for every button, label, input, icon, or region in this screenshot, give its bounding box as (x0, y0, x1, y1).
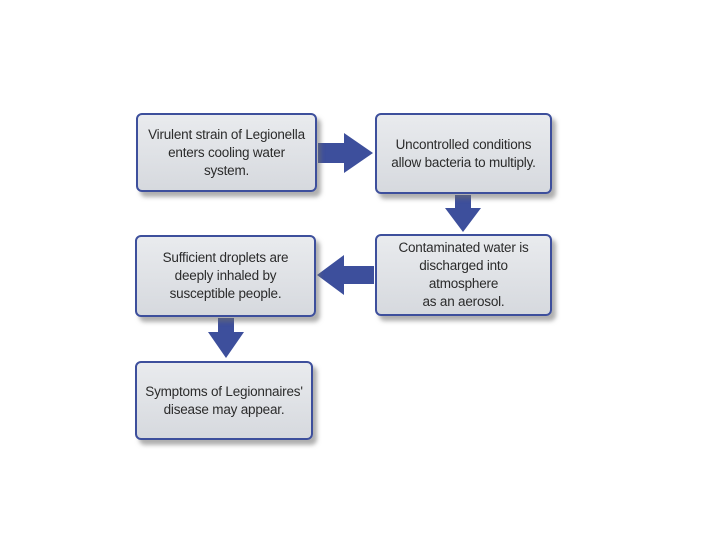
arrow-down-4-to-5 (208, 318, 244, 358)
node-symptoms-appear: Symptoms of Legionnaires' disease may ap… (135, 361, 313, 440)
node-aerosol-discharge: Contaminated water is discharged into at… (375, 234, 552, 316)
node-bacteria-multiply: Uncontrolled conditions allow bacteria t… (375, 113, 552, 194)
arrow-down-2-to-3 (445, 195, 481, 232)
arrow-right-1-to-2 (318, 133, 373, 173)
node-legionella-enters: Virulent strain of Legionella enters coo… (136, 113, 317, 192)
node-droplets-inhaled: Sufficient droplets are deeply inhaled b… (135, 235, 316, 317)
arrow-left-3-to-4 (317, 255, 374, 295)
